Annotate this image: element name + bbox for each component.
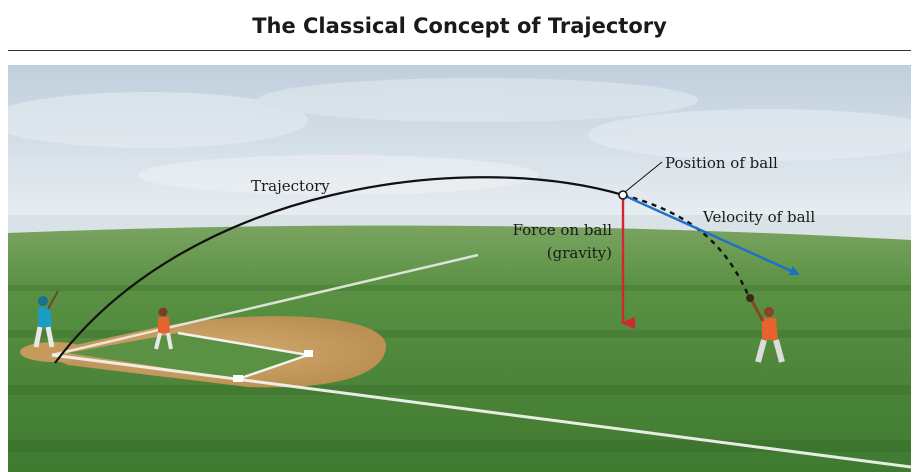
second-base bbox=[304, 350, 313, 357]
force-label: Force on ball bbox=[513, 221, 613, 239]
diagram-title: The Classical Concept of Trajectory bbox=[0, 8, 919, 44]
ball-marker bbox=[619, 191, 627, 199]
first-base bbox=[233, 375, 243, 382]
scene-svg: Trajectory Position of ball Velocity of … bbox=[8, 65, 911, 472]
position-label: Position of ball bbox=[665, 154, 778, 172]
gravity-label: (gravity) bbox=[547, 244, 612, 262]
trajectory-label: Trajectory bbox=[251, 177, 330, 195]
baseball-scene: Trajectory Position of ball Velocity of … bbox=[8, 65, 911, 472]
velocity-label: Velocity of ball bbox=[702, 208, 815, 226]
title-divider bbox=[8, 50, 911, 51]
